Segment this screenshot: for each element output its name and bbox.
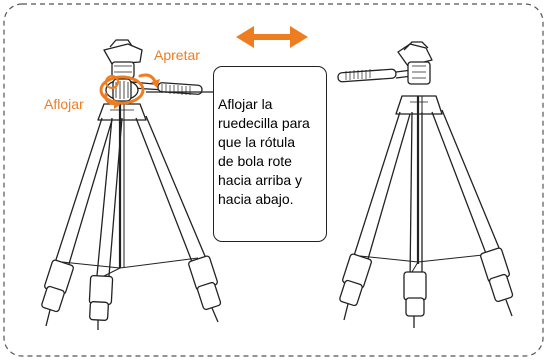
- callout-box: Aflojar la ruedecilla para que la rótula…: [213, 66, 327, 242]
- left-tripod: [41, 39, 222, 330]
- dashed-frame: [3, 3, 544, 357]
- right-pan-handle: [337, 68, 413, 83]
- left-ball-head: [105, 78, 139, 102]
- rotation-arrows-icon: [104, 73, 160, 109]
- right-tripod: [337, 41, 514, 328]
- callout-text: Aflojar la ruedecilla para que la rótula…: [218, 96, 310, 207]
- left-leg-locks: [41, 255, 222, 321]
- loosen-label: Aflojar: [44, 96, 84, 112]
- right-leg-locks: [339, 247, 514, 317]
- knob-highlight-ring: [99, 75, 145, 105]
- double-headed-arrow-icon: [236, 26, 308, 48]
- tighten-label: Apretar: [154, 47, 200, 63]
